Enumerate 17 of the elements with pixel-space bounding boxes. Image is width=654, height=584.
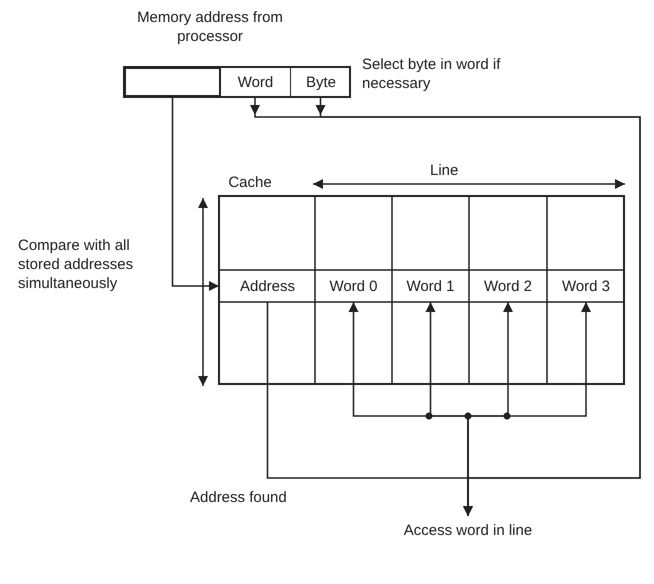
heading-text: Cache	[227, 173, 273, 192]
address-field: Address	[220, 270, 315, 302]
edge-note: Address found	[190, 488, 288, 507]
byte-field: Byte	[290, 68, 351, 96]
heading-text: Memory address from processor	[136, 8, 284, 46]
connector-arrow	[172, 96, 219, 291]
tag-field	[125, 68, 220, 96]
word-field: Word	[220, 68, 290, 96]
dimension-label: Line	[430, 161, 460, 180]
word-field: Word 2	[469, 270, 547, 302]
output-text: Access word in line	[388, 518, 548, 542]
word-field: Word 1	[392, 270, 469, 302]
connector-arrow	[463, 302, 591, 516]
word-field: Word 0	[315, 270, 392, 302]
note-text: Compare with all stored addresses simultaneously	[18, 236, 134, 293]
side-note: Select byte in word if necessary	[362, 55, 502, 93]
word-field: Word 3	[547, 270, 625, 302]
